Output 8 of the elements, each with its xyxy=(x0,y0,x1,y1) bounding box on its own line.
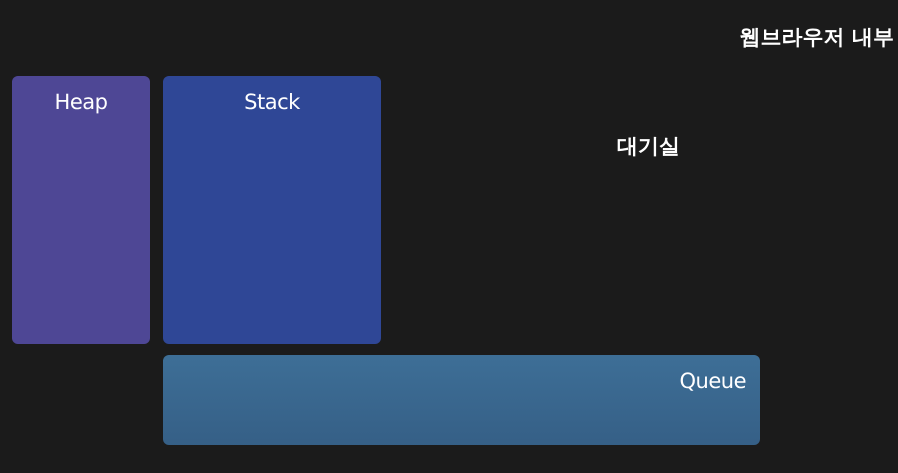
block-label: Heap xyxy=(54,89,108,115)
block-label: Stack xyxy=(243,89,301,115)
stack-panel xyxy=(163,76,381,344)
heap-panel xyxy=(12,76,150,344)
queue-panel xyxy=(163,355,760,445)
area-label: 대기실 xyxy=(617,133,680,159)
heading-text: 웹브라우저 내부 xyxy=(740,24,894,50)
block-label: Queue xyxy=(680,368,746,394)
